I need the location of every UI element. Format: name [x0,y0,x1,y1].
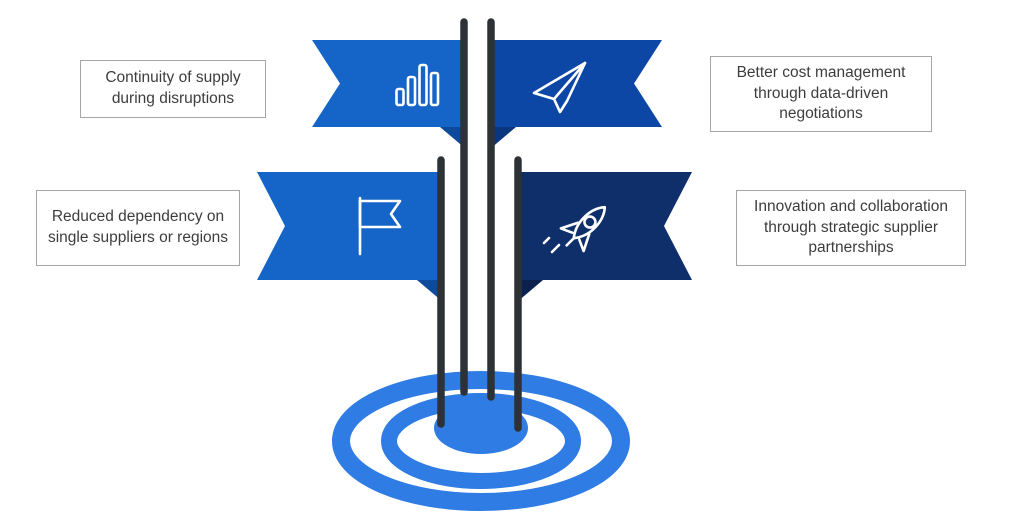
banner-top-left [312,40,466,149]
benefit-label-box-continuity: Continuity of supply during disruptions [80,60,266,118]
benefit-label-box-dependency: Reduced dependency on single suppliers o… [36,190,240,266]
rocket-speed-line [550,243,561,254]
paper-plane-body [532,61,587,114]
banner-bottom-left [257,172,443,302]
banner-bottom-left-ribbon [257,172,443,280]
bar-chart-bar [395,87,405,107]
benefit-label: Better cost management through data-driv… [736,63,906,123]
banner-bottom-right-fold [517,280,543,302]
rocket-fin-left [559,221,580,234]
paper-plane-fold [552,61,587,101]
benefit-label: Reduced dependency on single suppliers o… [47,208,229,246]
benefit-label: Innovation and collaboration through str… [754,197,948,257]
target [332,371,630,511]
banner-bottom-right-ribbon [517,172,692,280]
bar-chart-bar [418,63,428,107]
banner-top-left-ribbon [312,40,466,127]
benefit-label-box-innovation: Innovation and collaboration through str… [736,190,966,266]
flag-icon [358,196,402,256]
banner-bottom-right [517,172,692,302]
poles [437,18,522,432]
target-outer-ring [332,371,630,511]
rocket-speed-line [542,236,551,245]
rocket-fin-right [578,232,591,253]
bar-chart-bar [406,75,417,107]
rocket-window [583,215,597,229]
rocket-flame [565,237,575,247]
banner-top-left-fold [440,127,466,149]
flag-pennant [358,199,402,229]
paper-plane-icon [532,61,587,114]
rocket-icon [542,205,607,254]
bar-chart-bar [429,71,440,107]
banner-top-right-fold [490,127,516,149]
benefit-label-box-cost: Better cost management through data-driv… [710,56,932,132]
target-middle-ring [381,393,581,489]
bar-chart-icon [395,63,440,107]
target-center [434,402,528,454]
banner-top-right [490,40,662,149]
benefit-label: Continuity of supply during disruptions [105,69,241,107]
banner-bottom-left-fold [417,280,443,302]
